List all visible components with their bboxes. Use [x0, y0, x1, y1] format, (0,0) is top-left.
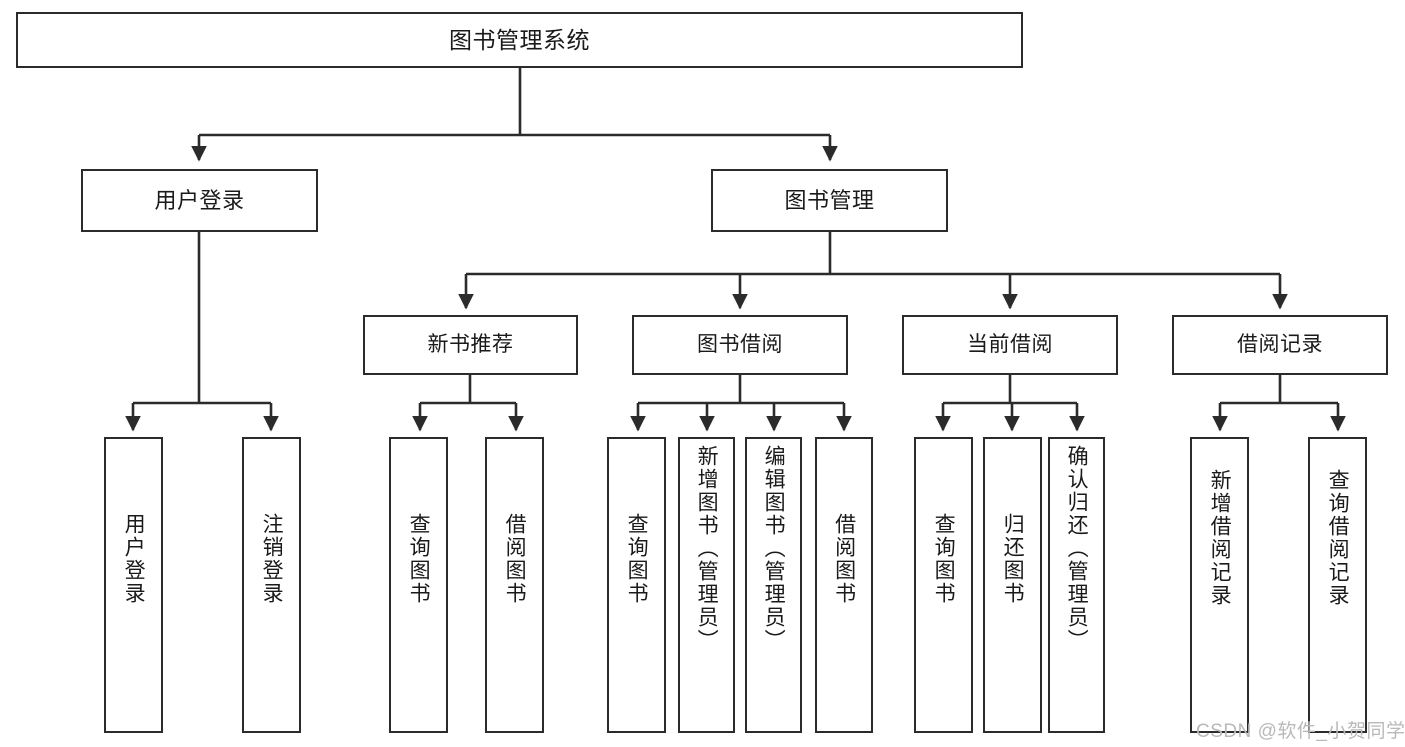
leaf-borrow-book-1-label: 借阅图书 — [503, 513, 527, 605]
leaf-add-book-label: 新增图书（管理员） — [695, 445, 719, 652]
leaf-query-book-3[interactable]: 查询图书 — [914, 437, 973, 733]
node-new-book-recommend-label: 新书推荐 — [427, 333, 514, 357]
csdn-watermark: CSDN @软件_小贺同学 — [1196, 721, 1405, 742]
node-current-borrow-label: 当前借阅 — [967, 333, 1053, 357]
node-borrow-record[interactable]: 借阅记录 — [1172, 315, 1388, 375]
leaf-add-record[interactable]: 新增借阅记录 — [1190, 437, 1249, 733]
leaf-user-login[interactable]: 用户登录 — [104, 437, 163, 733]
node-borrow-record-label: 借阅记录 — [1237, 333, 1323, 357]
node-user-login[interactable]: 用户登录 — [81, 169, 318, 232]
leaf-confirm-return-label: 确认归还（管理员） — [1065, 445, 1089, 652]
leaf-edit-book-label: 编辑图书（管理员） — [762, 445, 786, 652]
node-root[interactable]: 图书管理系统 — [16, 12, 1023, 68]
node-user-login-label: 用户登录 — [154, 187, 245, 213]
leaf-query-record-label: 查询借阅记录 — [1326, 469, 1350, 607]
leaf-add-record-label: 新增借阅记录 — [1208, 469, 1232, 607]
leaf-borrow-book-1[interactable]: 借阅图书 — [485, 437, 544, 733]
node-book-manage-label: 图书管理 — [784, 187, 875, 213]
leaf-borrow-book-2[interactable]: 借阅图书 — [815, 437, 873, 733]
node-book-borrow-label: 图书借阅 — [697, 333, 783, 357]
leaf-query-book-2-label: 查询图书 — [625, 513, 649, 605]
leaf-query-record[interactable]: 查询借阅记录 — [1308, 437, 1367, 733]
leaf-return-book-label: 归还图书 — [1001, 513, 1025, 605]
node-current-borrow[interactable]: 当前借阅 — [902, 315, 1118, 375]
leaf-confirm-return[interactable]: 确认归还（管理员） — [1048, 437, 1105, 733]
leaf-query-book-1-label: 查询图书 — [407, 513, 431, 605]
leaf-logout-label: 注销登录 — [260, 513, 284, 605]
leaf-query-book-3-label: 查询图书 — [932, 513, 956, 605]
leaf-logout[interactable]: 注销登录 — [242, 437, 301, 733]
leaf-query-book-1[interactable]: 查询图书 — [389, 437, 448, 733]
node-book-borrow[interactable]: 图书借阅 — [632, 315, 848, 375]
leaf-user-login-label: 用户登录 — [122, 513, 146, 605]
node-root-label: 图书管理系统 — [449, 26, 590, 53]
leaf-query-book-2[interactable]: 查询图书 — [607, 437, 666, 733]
leaf-edit-book[interactable]: 编辑图书（管理员） — [745, 437, 802, 733]
node-new-book-recommend[interactable]: 新书推荐 — [363, 315, 578, 375]
node-book-manage[interactable]: 图书管理 — [711, 169, 948, 232]
leaf-return-book[interactable]: 归还图书 — [983, 437, 1042, 733]
leaf-add-book[interactable]: 新增图书（管理员） — [678, 437, 735, 733]
leaf-borrow-book-2-label: 借阅图书 — [832, 513, 856, 605]
